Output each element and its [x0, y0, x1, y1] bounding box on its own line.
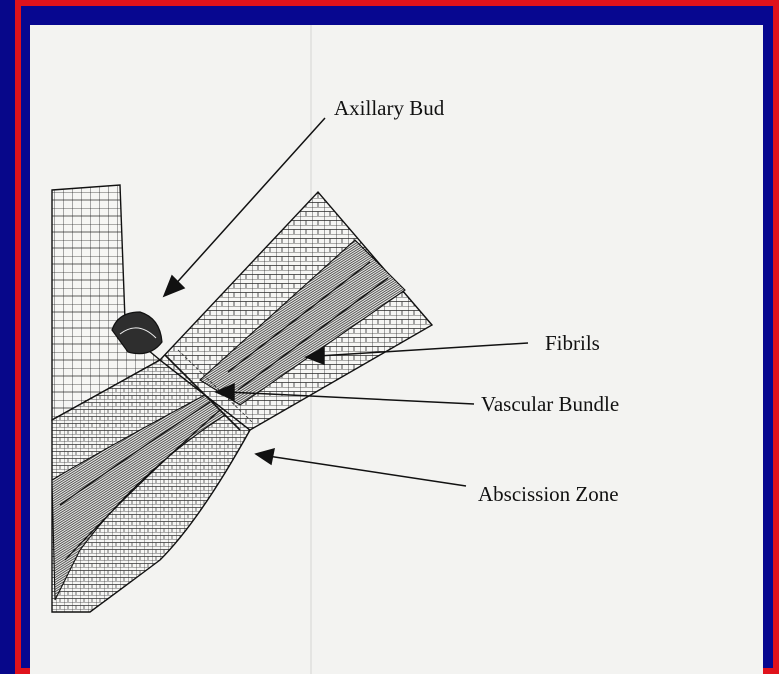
abscission-zone-arrow [268, 456, 466, 486]
vascular-bundle-label: Vascular Bundle [481, 394, 619, 415]
fibrils-label: Fibrils [545, 333, 600, 354]
axillary-bud-label: Axillary Bud [334, 98, 444, 119]
arrowhead [256, 449, 274, 464]
abscission-zone-label: Abscission Zone [478, 484, 619, 505]
